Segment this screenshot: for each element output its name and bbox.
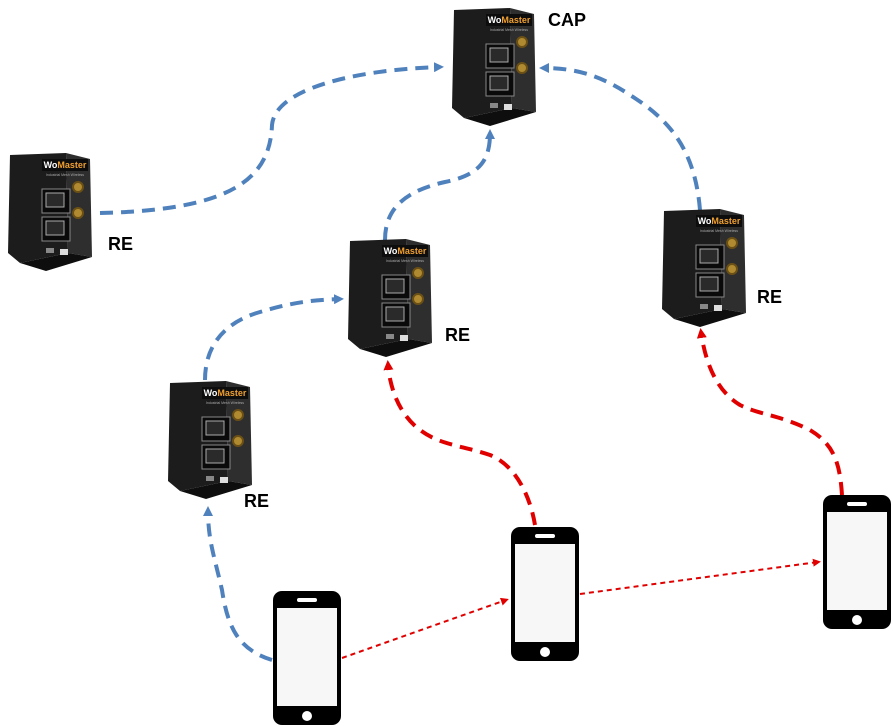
phone-3-icon xyxy=(823,495,891,629)
phone-1-icon xyxy=(273,591,341,725)
re-right-brand-logo: WoMaster xyxy=(698,216,741,226)
re-lower-label: RE xyxy=(244,491,270,511)
svg-text:Industrial Mesh Wireless: Industrial Mesh Wireless xyxy=(46,173,84,177)
phone-2-icon xyxy=(511,527,579,661)
client-link-phone-2-to-re-center xyxy=(383,360,537,526)
re-right-label: RE xyxy=(757,287,783,307)
re-center-brand-logo: WoMaster xyxy=(384,246,427,256)
svg-text:Industrial Mesh Wireless: Industrial Mesh Wireless xyxy=(386,259,424,263)
re-lower-brand-logo: WoMaster xyxy=(204,388,247,398)
svg-text:Industrial Mesh Wireless: Industrial Mesh Wireless xyxy=(700,229,738,233)
cap-brand-logo: WoMaster xyxy=(488,15,531,25)
mesh-link-re-lower-to-re-center xyxy=(203,294,344,381)
re-left-device: WoMaster Industrial Mesh Wireless xyxy=(8,153,92,271)
mesh-link-re-center-to-cap xyxy=(383,129,495,241)
re-center-device: WoMaster Industrial Mesh Wireless xyxy=(348,239,432,357)
re-center-label: RE xyxy=(445,325,471,345)
cap-label: CAP xyxy=(548,10,587,30)
mesh-link-re-left-to-cap xyxy=(99,62,444,215)
re-left-label: RE xyxy=(108,234,134,254)
re-left-brand-logo: WoMaster xyxy=(44,160,87,170)
re-right-device: WoMaster Industrial Mesh Wireless xyxy=(662,209,746,327)
roaming-path-segment-2 xyxy=(579,558,821,595)
client-link-phone-1-to-re-lower xyxy=(203,506,273,662)
svg-text:Industrial Mesh Wireless: Industrial Mesh Wireless xyxy=(206,401,244,405)
roaming-path-segment-1 xyxy=(341,597,509,659)
client-link-phone-3-to-re-right xyxy=(696,328,844,496)
cap-device: WoMaster Industrial Mesh Wireless xyxy=(452,8,536,126)
svg-text:Industrial Mesh Wireless: Industrial Mesh Wireless xyxy=(490,28,528,32)
mesh-link-re-right-to-cap xyxy=(539,63,702,211)
re-lower-device: WoMaster Industrial Mesh Wireless xyxy=(168,381,252,499)
